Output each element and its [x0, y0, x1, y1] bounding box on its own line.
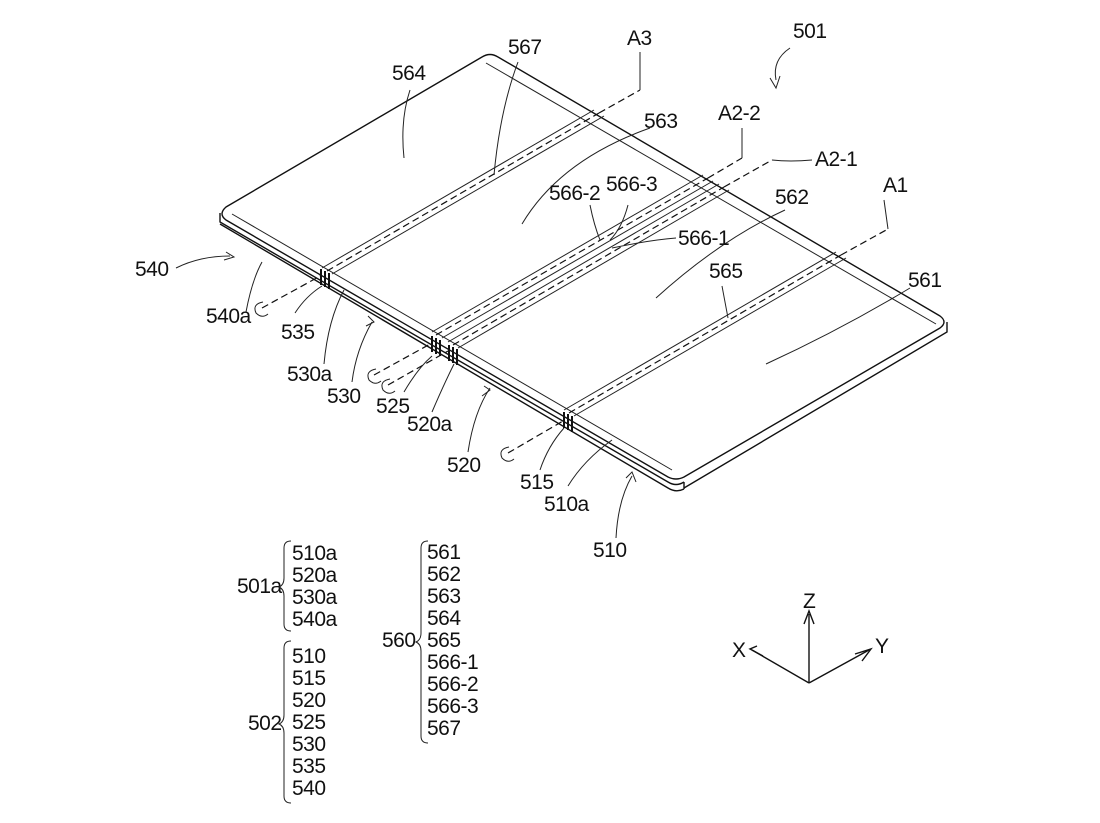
axis-A3-line: [261, 89, 641, 309]
legend-560-item: 566-3: [427, 695, 478, 718]
label-A1: A1: [883, 174, 908, 197]
label-530a: 530a: [287, 363, 333, 386]
legend-502-item: 530: [292, 733, 326, 756]
legend-560-key: 560: [382, 629, 416, 652]
label-566-1: 566-1: [678, 227, 729, 250]
label-A3: A3: [627, 27, 652, 50]
top-face-outline: [221, 53, 945, 480]
label-563: 563: [644, 110, 678, 133]
legend-502-brace: [277, 640, 292, 804]
hinge-535: [320, 269, 330, 289]
y-axis-line: [808, 649, 870, 684]
legend-502-item: 535: [292, 755, 326, 778]
legend-501a-key: 501a: [237, 575, 283, 598]
x-axis-arrowhead: [748, 645, 764, 657]
hinge-525-b: [448, 345, 458, 365]
label-565: 565: [709, 260, 743, 283]
reference-labels: 501 564 567 A3 563 A2-2 A2-1 566-2 566-3…: [135, 20, 942, 562]
legend-501a-item: 510a: [292, 542, 338, 565]
legend-502-item: 525: [292, 711, 326, 734]
inner-front-edge: [231, 213, 673, 471]
legend-501a: 501a 510a 520a 530a 540a: [237, 540, 338, 632]
axis-A2-1-line: [387, 159, 773, 386]
right-side-edge: [683, 322, 948, 489]
legend-560-item: 562: [427, 563, 461, 586]
label-562: 562: [775, 186, 809, 209]
label-A2-2: A2-2: [718, 102, 760, 125]
rotation-arrow-A1: [500, 446, 515, 462]
device-body: [219, 53, 948, 492]
rotation-arrow-A2-1: [381, 378, 396, 394]
legend-502-item: 515: [292, 667, 326, 690]
label-520: 520: [447, 454, 481, 477]
legend-560-item: 567: [427, 717, 461, 740]
label-535: 535: [281, 321, 315, 344]
z-axis-label: Z: [803, 590, 816, 613]
label-510a: 510a: [544, 493, 590, 516]
label-530: 530: [327, 385, 361, 408]
label-525: 525: [376, 395, 410, 418]
label-520a: 520a: [407, 413, 453, 436]
label-561: 561: [908, 269, 942, 292]
legend-501a-item: 540a: [292, 608, 338, 631]
leader-lines: [175, 47, 911, 539]
legend-560-item: 566-2: [427, 673, 478, 696]
label-510: 510: [593, 539, 627, 562]
label-540: 540: [135, 258, 169, 281]
axis-A1-line: [507, 228, 889, 454]
legend-560-item: 561: [427, 541, 461, 564]
legend-560-item: 565: [427, 629, 461, 652]
label-501: 501: [793, 20, 827, 43]
label-566-3: 566-3: [606, 173, 657, 196]
rotation-arrow-A3: [254, 301, 269, 317]
legend-502-item: 510: [292, 645, 326, 668]
axis-A2-2-line: [373, 157, 743, 376]
label-540a: 540a: [206, 305, 252, 328]
x-axis-label: X: [732, 639, 746, 662]
legend-560-item: 563: [427, 585, 461, 608]
fold-band-567: [321, 109, 605, 275]
rotation-arrow-A2-2: [367, 368, 382, 384]
inner-right-edge: [485, 62, 937, 325]
legend-501a-brace: [277, 540, 292, 632]
legend-560-item: 566-1: [427, 651, 478, 674]
folding-axes: [254, 89, 889, 462]
z-axis-arrowhead: [803, 609, 815, 625]
label-564: 564: [392, 62, 426, 85]
front-left-edge: [219, 213, 685, 486]
hinge-525-a: [431, 336, 441, 356]
label-515: 515: [520, 471, 554, 494]
legend-502-key: 502: [248, 712, 282, 735]
hinge-515: [563, 412, 573, 432]
label-566-2: 566-2: [549, 182, 600, 205]
legend-560-brace: [414, 540, 429, 744]
fold-band-566: [431, 174, 730, 349]
legend-560: 560 561 562 563 564 565 566-1 566-2 566-…: [382, 540, 479, 744]
legend-560-item: 564: [427, 607, 461, 630]
label-567: 567: [508, 36, 542, 59]
legend-501a-item: 520a: [292, 564, 338, 587]
label-A2-1: A2-1: [815, 148, 857, 171]
legend-502: 502 510 515 520 525 530 535 540: [248, 640, 326, 804]
legend-501a-item: 530a: [292, 586, 338, 609]
coordinate-axes: Z X Y: [732, 590, 890, 684]
y-axis-label: Y: [875, 635, 889, 658]
fold-band-565: [563, 251, 847, 417]
legend-502-item: 520: [292, 689, 326, 712]
legend-502-item: 540: [292, 777, 326, 800]
y-axis-arrowhead: [854, 647, 873, 662]
